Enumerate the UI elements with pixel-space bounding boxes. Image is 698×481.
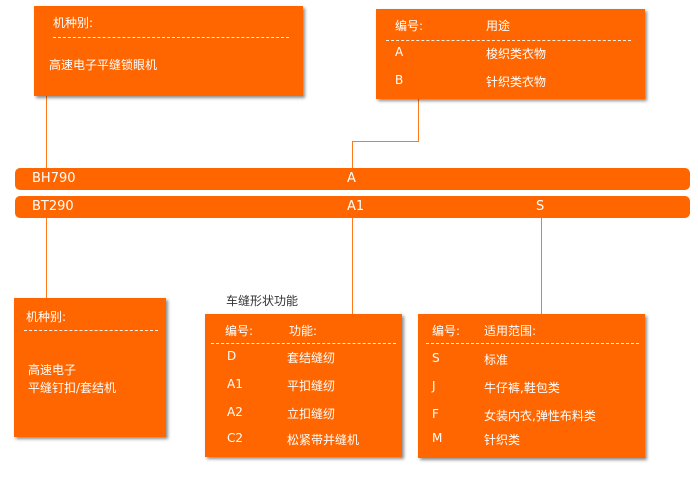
- usage-desc: 针织类衣物: [486, 75, 547, 89]
- scope-code: S: [432, 351, 440, 365]
- machine-type-box-bottom: 机种别: 高速电子 平缝钉扣/套结机: [14, 298, 166, 437]
- scope-desc: 女装内衣,弹性布料类: [484, 409, 596, 423]
- machine-type-title: 机种别:: [26, 310, 67, 324]
- function-code: A1: [227, 377, 243, 391]
- model-bar-top: BH790 A: [15, 168, 690, 190]
- usage-desc: 梭织类衣物: [486, 47, 547, 61]
- connector-usage-vertical: [418, 99, 419, 141]
- function-code: A2: [227, 405, 243, 419]
- usage-header: 用途: [486, 19, 511, 33]
- function-code: D: [227, 349, 237, 363]
- usage-code: B: [395, 73, 404, 87]
- scope-code: J: [432, 379, 436, 393]
- connector-function: [352, 218, 353, 314]
- connector-usage-horizontal: [352, 141, 419, 142]
- divider: [386, 40, 631, 41]
- function-desc: 套结缝纫: [287, 351, 336, 365]
- scope-code-marker: S: [536, 199, 545, 214]
- function-desc: 平扣缝纫: [287, 379, 336, 393]
- usage-code-marker: A: [347, 171, 356, 186]
- connector-scope: [541, 218, 542, 314]
- scope-code: F: [432, 407, 439, 421]
- function-code-header: 编号:: [225, 324, 254, 338]
- scope-desc: 针织类: [484, 433, 521, 447]
- scope-header: 适用范围:: [484, 324, 537, 338]
- model-code: BH790: [32, 171, 76, 186]
- divider: [53, 37, 289, 38]
- model-code: BT290: [32, 199, 74, 214]
- divider: [426, 343, 639, 344]
- function-code: C2: [227, 431, 244, 445]
- function-caption: 车缝形状功能: [226, 294, 299, 308]
- function-box: 编号: 功能: D 套结缝纫 A1 平扣缝纫 A2 立扣缝纫 C2 松紧带并缝机: [205, 314, 402, 457]
- function-desc: 松紧带并缝机: [287, 433, 360, 447]
- scope-box: 编号: 适用范围: S 标准 J 牛仔裤,鞋包类 F 女装内衣,弹性布料类 M …: [418, 314, 645, 458]
- divider: [211, 343, 396, 344]
- function-code-marker: A1: [347, 199, 365, 214]
- scope-desc: 标准: [484, 353, 509, 367]
- connector-machine-bottom: [46, 218, 47, 298]
- model-bar-bottom: BT290 A1 S: [15, 196, 690, 218]
- function-desc: 立扣缝纫: [287, 407, 336, 421]
- scope-code: M: [432, 431, 443, 445]
- scope-desc: 牛仔裤,鞋包类: [484, 381, 560, 395]
- machine-type-line1: 高速电子: [28, 363, 77, 377]
- machine-type-line2: 平缝钉扣/套结机: [28, 381, 117, 395]
- divider: [24, 330, 158, 331]
- function-header: 功能:: [289, 324, 318, 338]
- usage-code-header: 编号:: [395, 19, 424, 33]
- connector-usage-down: [352, 141, 353, 168]
- scope-code-header: 编号:: [432, 324, 461, 338]
- usage-box: 编号: 用途 A 梭织类衣物 B 针织类衣物: [376, 9, 645, 99]
- machine-type-title: 机种别:: [53, 16, 94, 30]
- usage-code: A: [395, 45, 404, 59]
- connector-machine-top: [46, 96, 47, 168]
- machine-type-box-top: 机种别: 高速电子平缝锁眼机: [34, 6, 303, 96]
- machine-type-item: 高速电子平缝锁眼机: [49, 58, 158, 72]
